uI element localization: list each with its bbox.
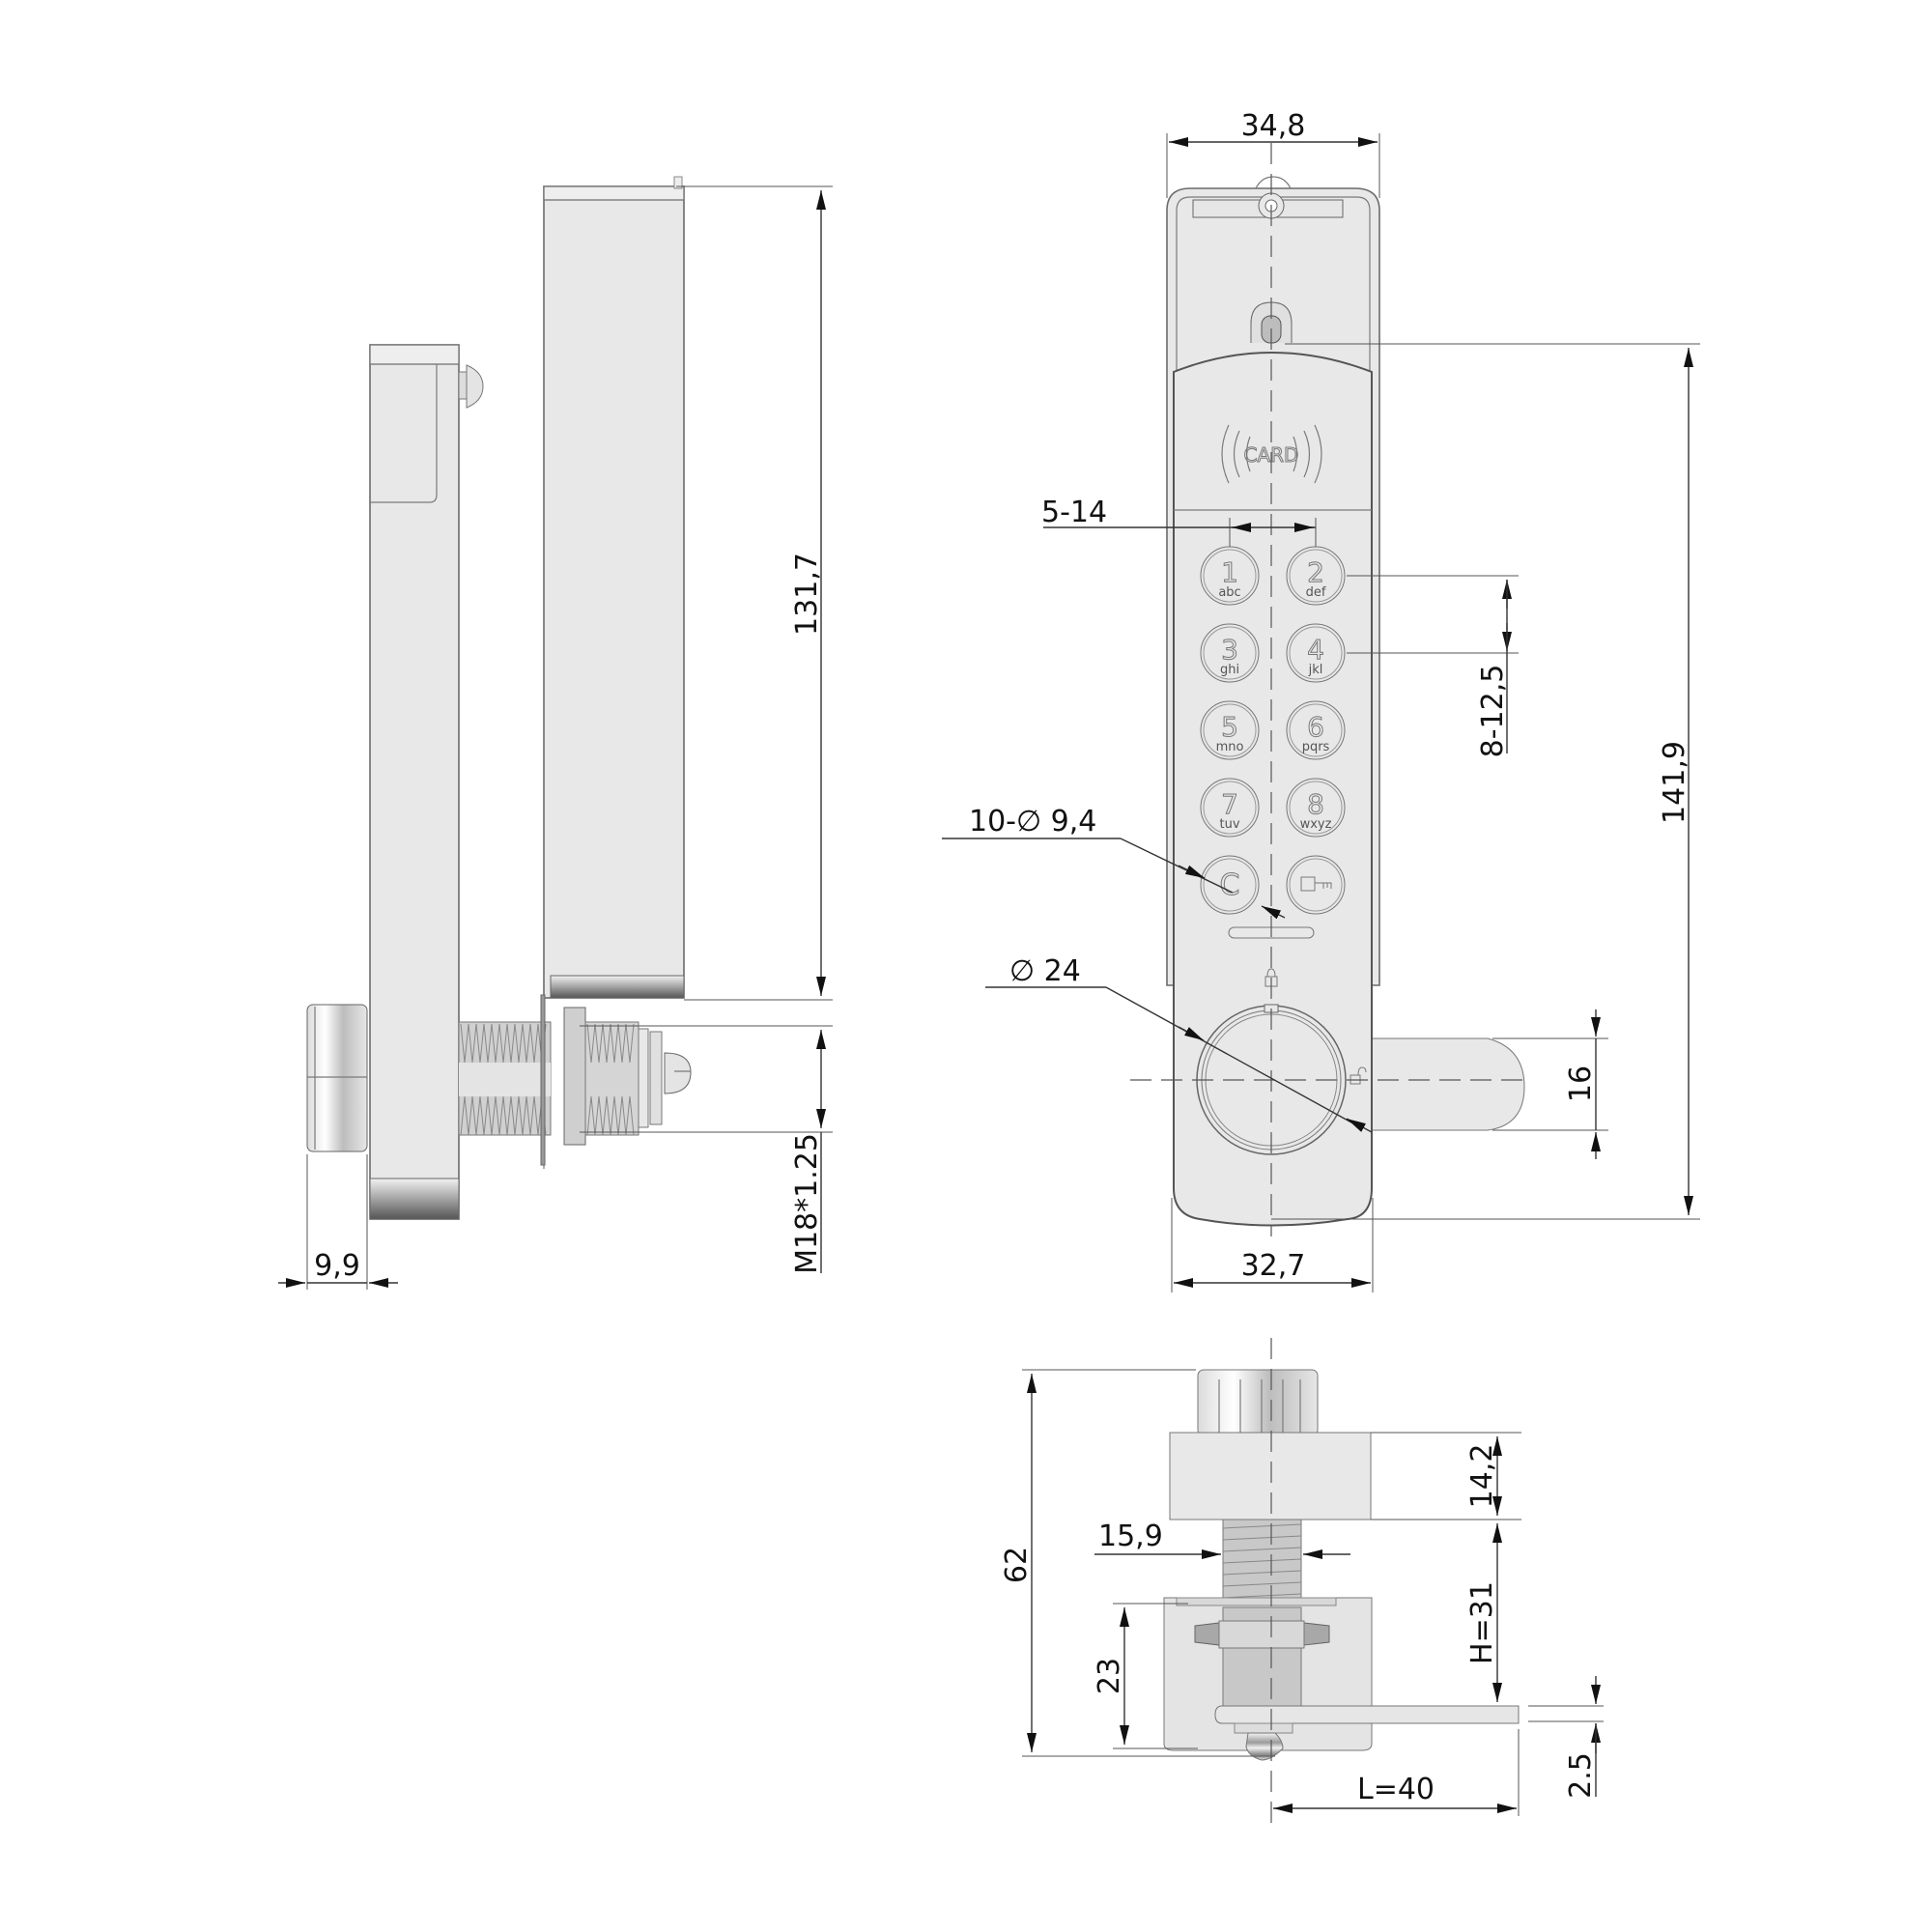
cam-bar [1371, 1037, 1525, 1131]
svg-text:C: C [1220, 868, 1240, 902]
key-icon [1300, 876, 1332, 892]
bottom-view: 62 14,2 H=31 15,9 23 2.5 L=40 [1000, 1338, 1604, 1826]
screw-icon [458, 364, 484, 409]
key-2[interactable]: 2 def [1286, 546, 1346, 606]
key-clear[interactable]: C [1200, 855, 1260, 915]
key-1[interactable]: 1 abc [1200, 546, 1260, 606]
dim-side-height: 131,7 [790, 553, 824, 636]
back-plate [369, 344, 460, 1220]
svg-text:jkl: jkl [1308, 663, 1323, 677]
dim-cam-thickness: 2.5 [1564, 1752, 1598, 1799]
key-5[interactable]: 5 mno [1200, 700, 1260, 760]
key-4[interactable]: 4 jkl [1286, 623, 1346, 683]
svg-text:4: 4 [1307, 634, 1324, 666]
dim-thread-diameter: 15,9 [1098, 1520, 1163, 1553]
dim-h-value: H=31 [1465, 1581, 1499, 1664]
dim-bottom-width: 32,7 [1241, 1249, 1306, 1283]
side-view: 131,7 M18*1.25 9,9 [278, 176, 833, 1290]
svg-text:ghi: ghi [1220, 663, 1239, 677]
dim-key-spacing-v: 8-12,5 [1476, 665, 1510, 758]
keypad-body-side [543, 185, 685, 999]
threaded-shaft-side [458, 994, 692, 1166]
svg-text:abc: abc [1218, 585, 1240, 600]
dim-total-height: 141,9 [1658, 741, 1691, 824]
dim-collar-height: 14,2 [1465, 1444, 1499, 1509]
dim-overall-length: 62 [1000, 1547, 1034, 1583]
svg-text:wxyz: wxyz [1300, 817, 1332, 832]
svg-text:mno: mno [1216, 740, 1244, 754]
key-7[interactable]: 7 tuv [1200, 778, 1260, 838]
dim-knob-depth: 9,9 [314, 1249, 360, 1283]
dim-knob-diameter: ∅ 24 [1009, 954, 1081, 988]
svg-text:3: 3 [1221, 634, 1238, 666]
dim-thread-spec: M18*1.25 [790, 1133, 824, 1274]
svg-text:1: 1 [1221, 556, 1238, 588]
key-8[interactable]: 8 wxyz [1286, 778, 1346, 838]
front-view: CARD 1 abc 2 def 3 ghi 4 jkl [942, 109, 1700, 1293]
key-3[interactable]: 3 ghi [1200, 623, 1260, 683]
svg-text:6: 6 [1307, 711, 1324, 743]
dim-l-value: L=40 [1357, 1773, 1435, 1806]
back-plate-bottom-shade [369, 1178, 460, 1220]
dim-key-diameter: 10-∅ 9,4 [969, 805, 1096, 838]
keypad: 1 abc 2 def 3 ghi 4 jkl 5 mno [1200, 546, 1346, 915]
dim-top-width: 34,8 [1241, 109, 1306, 143]
cam-plate[interactable] [1214, 1705, 1520, 1724]
svg-text:8: 8 [1307, 788, 1324, 820]
svg-text:tuv: tuv [1219, 817, 1239, 832]
svg-text:pqrs: pqrs [1302, 740, 1330, 754]
collar [1169, 1432, 1372, 1520]
key-6[interactable]: 6 pqrs [1286, 700, 1346, 760]
key-unlock[interactable] [1286, 855, 1346, 915]
dim-cam-width: 16 [1564, 1065, 1598, 1102]
svg-text:7: 7 [1221, 788, 1238, 820]
knob-side [306, 1004, 368, 1152]
svg-text:def: def [1306, 585, 1326, 600]
svg-text:5: 5 [1221, 711, 1238, 743]
svg-text:2: 2 [1307, 556, 1324, 588]
dim-housing-height: 23 [1093, 1658, 1126, 1694]
dim-key-spacing-h: 5-14 [1041, 496, 1107, 529]
